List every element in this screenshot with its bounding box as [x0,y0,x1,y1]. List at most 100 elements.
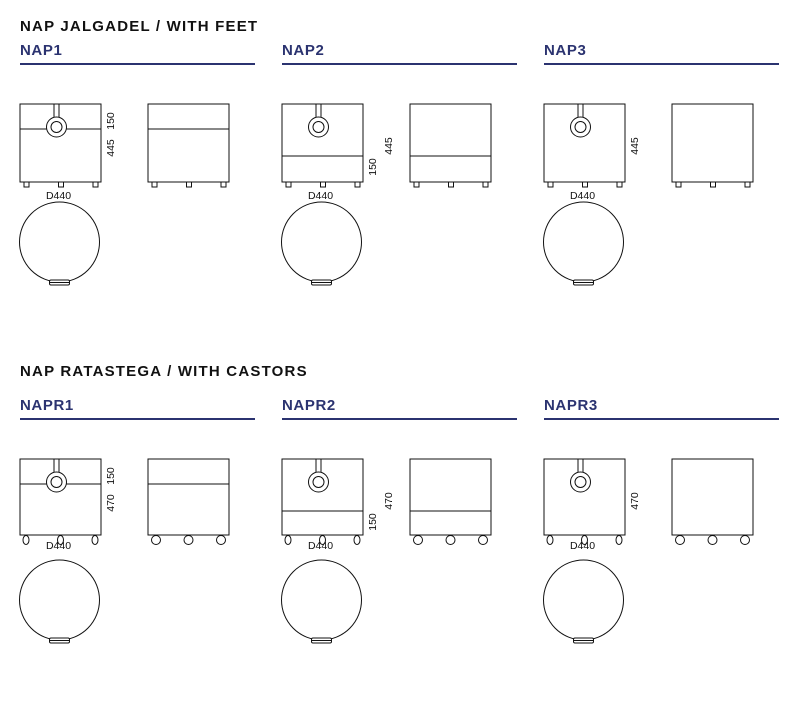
diameter-label: D440 [308,540,333,552]
split-height-label: 150 [367,158,379,176]
diameter-label: D440 [308,190,333,202]
top-view-circle [543,559,624,641]
model-name: NAPR2 [282,397,336,414]
height-label: 445 [629,137,641,155]
castor [581,535,588,545]
handle-ring-inner [312,476,325,488]
castor [707,535,718,545]
handle-ring-inner [50,121,63,133]
foot [616,181,623,188]
divider [544,63,779,65]
split-height-label: 150 [105,467,117,485]
castor [445,535,456,545]
handle-ring-outer [570,116,591,138]
technical-drawing: D440 150 470 [281,458,492,644]
foot [482,181,489,188]
foot [285,181,292,188]
split-height-label: 150 [367,513,379,531]
side-view-body [671,458,754,536]
split-height-label: 150 [105,112,117,130]
diameter-label: D440 [570,190,595,202]
handle-ring-outer [46,471,67,493]
technical-drawing: D440 150 445 [281,103,492,286]
castor [216,535,226,545]
castor [478,535,488,545]
castor [740,535,750,545]
foot [710,181,716,188]
model-name: NAP2 [282,42,325,59]
section-title-castors: NAP RATASTEGA / WITH CASTORS [20,363,308,380]
height-label: 470 [629,492,641,510]
height-label: 445 [383,137,395,155]
section-title-feet: NAP JALGADEL / WITH FEET [20,18,259,35]
castor [91,535,99,545]
height-label: 445 [105,139,117,157]
technical-drawing: D440 150 470 [19,458,230,644]
foot [320,181,326,188]
diameter-label: D440 [570,540,595,552]
front-view-body [543,103,626,183]
foot [547,181,554,188]
technical-drawing: D440 445 [543,103,754,286]
castor [183,535,194,545]
technical-drawing: D440 150 445 [19,103,230,286]
side-view-body [671,103,754,183]
handle-ring-outer [46,116,67,138]
castor [413,535,423,545]
castor [675,535,685,545]
foot [354,181,361,188]
foot [23,181,30,188]
divider [20,63,255,65]
castor [353,535,361,545]
top-view-circle [281,201,362,283]
handle-ring-inner [50,476,63,488]
foot [92,181,99,188]
handle-ring-inner [312,121,325,133]
height-label: 470 [383,492,395,510]
foot [186,181,192,188]
castor [57,535,64,545]
front-view-body [543,458,626,536]
handle-ring-inner [574,121,587,133]
front-view-body [281,458,364,536]
front-view-body [19,103,102,183]
castor [151,535,161,545]
foot [582,181,588,188]
top-view-circle [281,559,362,641]
castor [22,535,30,545]
castor [615,535,623,545]
foot [151,181,158,188]
front-view-body [281,103,364,183]
diameter-label: D440 [46,540,71,552]
divider [282,63,517,65]
height-label: 470 [105,494,117,512]
castor [546,535,554,545]
foot [413,181,420,188]
top-view-circle [19,201,100,283]
foot [448,181,454,188]
model-name: NAPR3 [544,397,598,414]
top-view-circle [543,201,624,283]
model-name: NAPR1 [20,397,74,414]
diameter-label: D440 [46,190,71,202]
divider [544,418,779,420]
side-view-body [409,458,492,536]
handle-ring-outer [308,471,329,493]
side-view-body [147,458,230,536]
front-view-body [19,458,102,536]
technical-drawing: D440 470 [543,458,754,644]
foot [744,181,751,188]
divider [20,418,255,420]
castor [284,535,292,545]
side-view-body [409,103,492,183]
foot [220,181,227,188]
handle-ring-outer [570,471,591,493]
model-name: NAP3 [544,42,587,59]
top-view-circle [19,559,100,641]
foot [58,181,64,188]
handle-ring-inner [574,476,587,488]
side-view-body [147,103,230,183]
castor [319,535,326,545]
divider [282,418,517,420]
foot [675,181,682,188]
